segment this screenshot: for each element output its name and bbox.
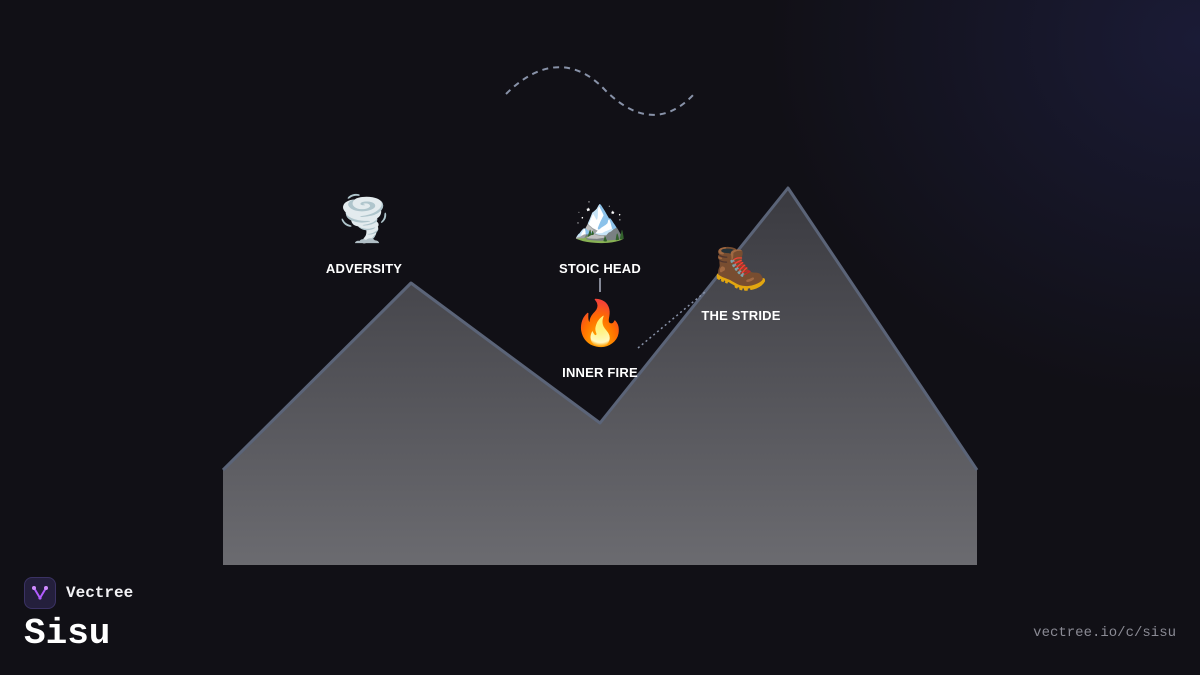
fire-icon: 🔥 — [572, 298, 628, 349]
mountain-ridge-outline — [221, 186, 979, 472]
node-label-stoic-head: STOIC HEAD — [559, 261, 641, 276]
vectree-logo-icon — [24, 577, 56, 609]
hiking-boot-icon: 🥾 — [713, 242, 769, 293]
page-title: Sisu — [24, 613, 111, 654]
node-label-the-stride: THE STRIDE — [701, 308, 781, 323]
node-label-adversity: ADVERSITY — [325, 261, 403, 276]
tornado-icon: 🌪️ — [336, 194, 392, 245]
footer-url: vectree.io/c/sisu — [1033, 625, 1176, 641]
wind-dashed-curve — [505, 66, 695, 116]
brand-name: Vectree — [66, 584, 134, 602]
mountain-shape — [223, 188, 977, 565]
snow-capped-mountain-icon: 🏔️ — [572, 194, 628, 245]
node-label-inner-fire: INNER FIRE — [562, 365, 638, 380]
